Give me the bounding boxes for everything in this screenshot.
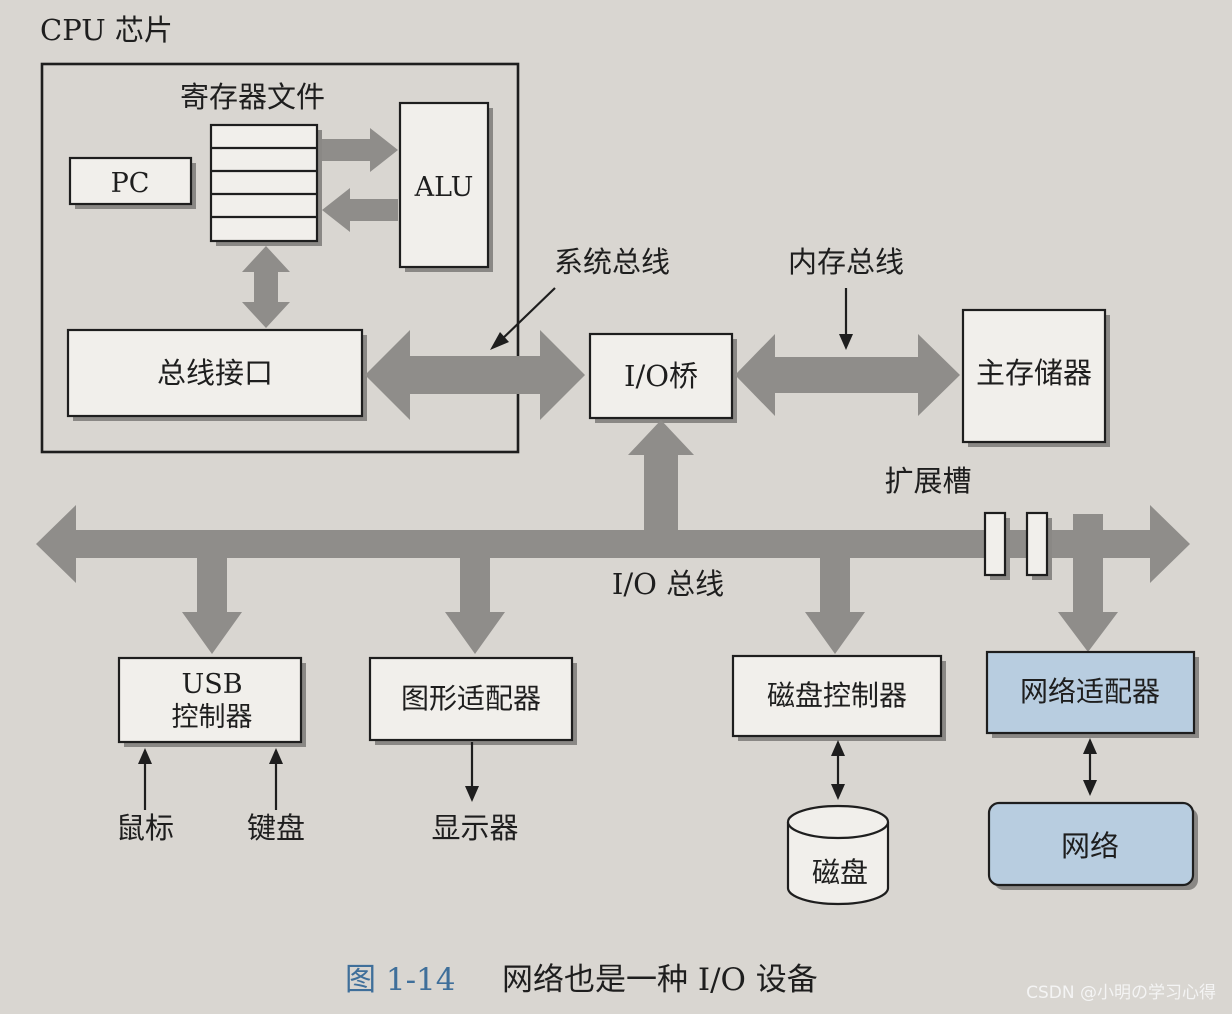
memory-bus-arrow [735,334,960,416]
mouse-arrow-head [138,748,152,764]
alu-to-regfile-arrow [322,188,398,232]
system-bus-pointer [497,287,556,344]
disk-controller-box [731,654,943,738]
network-arrow-head-up [1083,738,1097,754]
regfile-to-alu-arrow [322,128,398,172]
expansion-slot [1025,511,1049,577]
graphics-adapter-label: 图形适配器 [401,682,541,715]
io-bus-to-disk-controller-arrow [805,556,865,654]
expansion-slots-label: 扩展槽 [884,464,971,498]
keyboard-arrow-head [269,748,283,764]
pc-box [68,156,193,206]
memory-bus-label: 内存总线 [788,245,904,279]
bus-interface-label: 总线接口 [157,356,273,390]
usb-controller-label-line2: 控制器 [172,702,253,733]
display-arrow-head [465,786,479,802]
cpu-chip-label: CPU 芯片 [40,13,173,47]
memory-bus-pointer-head [839,334,853,350]
network-adapter-box [985,650,1196,735]
usb-controller-label-line1: USB [181,669,242,700]
display-label: 显示器 [431,811,518,845]
io-bridge-label: I/O桥 [624,359,698,393]
regfile-bus-interface-arrow [242,246,290,328]
expansion-slot [983,511,1007,577]
disk-arrow-head-up [831,740,845,756]
figure-number: 图 1-14 [345,962,456,998]
system-bus-pointer-head [490,332,509,350]
network-label: 网络 [1061,829,1119,863]
alu-box [398,101,490,269]
main-memory-label: 主存储器 [976,356,1092,390]
io-bus-label: I/O 总线 [612,567,724,601]
csdn-watermark: CSDN @小明の学习心得 [1026,983,1216,1003]
disk-arrow-head-down [831,784,845,800]
network-arrow-head-down [1083,780,1097,796]
register-file-label: 寄存器文件 [180,80,325,114]
disk-cylinder-body [786,822,890,906]
disk-controller-label: 磁盘控制器 [767,679,907,712]
network-box [987,801,1195,887]
usb-controller-box [117,656,303,744]
mouse-label: 鼠标 [116,811,174,845]
cpu-chip-outline [40,62,520,454]
register-file [209,123,319,243]
io-bus-to-graphics-arrow [445,556,505,654]
keyboard-label: 键盘 [247,811,305,845]
io-bus-to-usb-arrow [182,556,242,654]
network-adapter-label: 网络适配器 [1020,675,1160,708]
main-memory-box [961,308,1107,444]
figure-caption: 网络也是一种 I/O 设备 [502,962,818,998]
pc-label: PC [111,168,150,199]
alu-label: ALU [414,172,474,203]
io-bus-arrow [36,505,1190,583]
system-bus-label: 系统总线 [554,245,670,279]
system-bus-arrow [365,330,585,420]
disk-cylinder-top [786,804,890,840]
io-bus-to-network-adapter-arrow [1058,514,1118,652]
io-bridge-box [588,332,734,420]
disk-label: 磁盘 [812,856,868,889]
bus-interface-box [66,328,364,418]
graphics-adapter-box [368,656,574,742]
io-bridge-to-io-bus-arrow [628,420,694,532]
